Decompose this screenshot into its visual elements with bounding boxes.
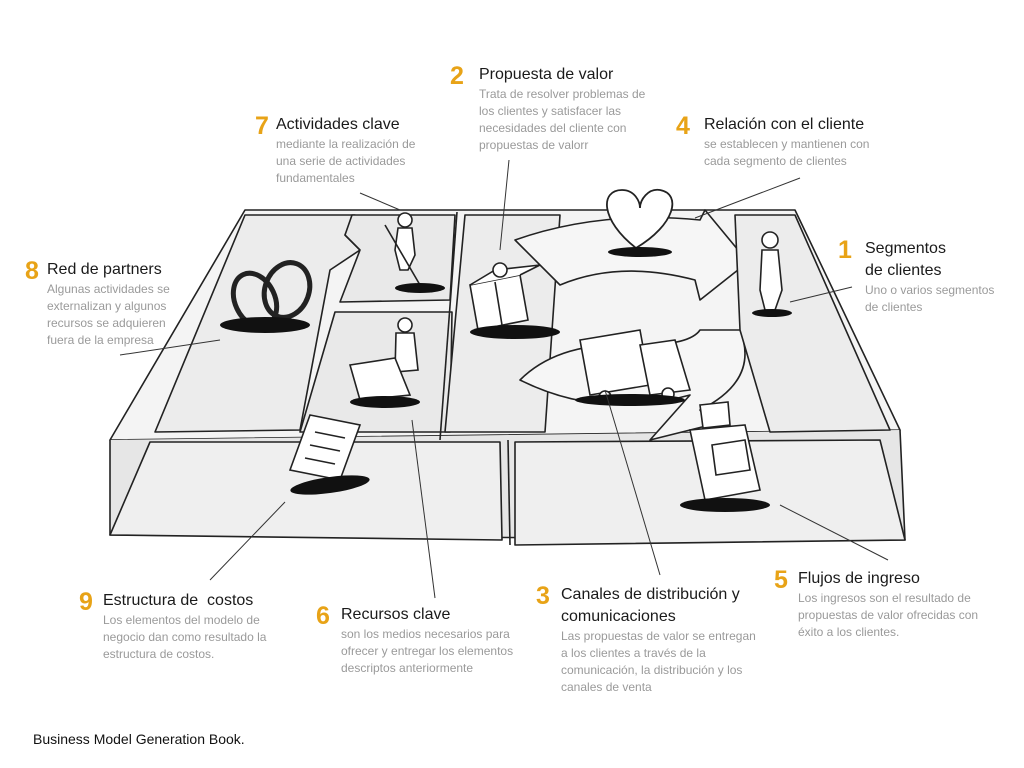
leader-lines [119, 159, 889, 599]
title-propuesta-de-valor: Propuesta de valor [479, 66, 614, 83]
desc-red-de-partners: Algunas actividades se externalizan y al… [47, 282, 170, 347]
title-segmentos-de-clientes: Segmentos de clientes [865, 240, 946, 279]
number-2: 2 [450, 62, 464, 90]
callout-segmentos-de-clientes: 1 Segmentos de clientes Uno o varios seg… [838, 238, 1008, 316]
desc-segmentos-de-clientes: Uno o varios segmentos de clientes [865, 283, 995, 314]
callout-red-de-partners: 8 Red de partners Algunas actividades se… [25, 259, 185, 349]
desc-flujos-de-ingreso: Los ingresos son el resultado de propues… [798, 591, 979, 639]
number-9: 9 [79, 588, 93, 616]
cash-register-sketch [689, 401, 761, 501]
gift-sketch [469, 262, 541, 331]
number-7: 7 [255, 112, 269, 140]
desc-actividades-clave: mediante la realización de una serie de … [276, 137, 416, 185]
number-1: 1 [838, 236, 852, 264]
title-recursos-clave: Recursos clave [341, 606, 451, 623]
title-red-de-partners: Red de partners [47, 261, 162, 278]
number-8: 8 [25, 257, 39, 285]
desc-recursos-clave: son los medios necesarios para ofrecer y… [341, 627, 514, 675]
desc-relacion-con-el-cliente: se establecen y mantienen con cada segme… [704, 137, 870, 168]
number-3: 3 [536, 582, 550, 610]
callout-propuesta-de-valor: 2 Propuesta de valor Trata de resolver p… [450, 64, 650, 154]
callout-flujos-de-ingreso: 5 Flujos de ingreso Los ingresos son el … [774, 568, 989, 641]
source-caption: Business Model Generation Book. [33, 731, 245, 747]
number-4: 4 [676, 112, 690, 140]
callout-canales: 3 Canales de distribución y comunicacion… [536, 584, 771, 696]
desc-canales: Las propuestas de valor se entregan a lo… [561, 629, 756, 694]
title-actividades-clave: Actividades clave [276, 116, 400, 133]
callout-actividades-clave: 7 Actividades clave mediante la realizac… [255, 114, 440, 187]
resources-person-sketch [348, 317, 419, 401]
worker-sketch [384, 212, 421, 286]
callout-estructura-de-costos: 9 Estructura de costos Los elementos del… [79, 590, 294, 663]
desc-propuesta-de-valor: Trata de resolver problemas de los clien… [479, 87, 646, 152]
title-flujos-de-ingreso: Flujos de ingreso [798, 570, 920, 587]
customer-sketch [759, 231, 783, 311]
title-relacion-con-el-cliente: Relación con el cliente [704, 116, 865, 133]
callout-recursos-clave: 6 Recursos clave son los medios necesari… [316, 604, 536, 677]
heart-shadow [608, 247, 672, 257]
callout-relacion-con-el-cliente: 4 Relación con el cliente se establecen … [676, 114, 891, 170]
desc-estructura-de-costos: Los elementos del modelo de negocio dan … [103, 613, 267, 661]
heart-sketch [606, 188, 674, 250]
number-6: 6 [316, 602, 330, 630]
title-canales: Canales de distribución y comunicaciones [561, 586, 740, 625]
paper-sketch [288, 414, 362, 481]
title-estructura-de-costos: Estructura de costos [103, 592, 254, 609]
number-5: 5 [774, 566, 788, 594]
